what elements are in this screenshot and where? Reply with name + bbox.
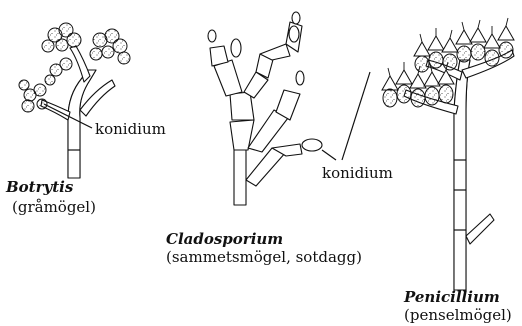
botrytis-genus: Botrytis	[5, 178, 74, 196]
cladosporium-genus: Cladosporium	[166, 230, 283, 248]
cladosporium-pointer	[322, 150, 336, 160]
shared-conidium-label: konidium	[322, 164, 393, 182]
botrytis-drawing	[19, 23, 130, 178]
cladosporium-drawing	[208, 12, 322, 205]
botrytis-conidium-label: konidium	[95, 120, 166, 138]
cladosporium-common-name: (sammetsmögel, sotdagg)	[166, 248, 362, 266]
penicillium-drawing	[382, 18, 514, 290]
penicillium-genus: Penicillium	[403, 288, 500, 306]
penicillium-common-name: (penselmögel)	[404, 306, 512, 324]
botrytis-common-name: (gråmögel)	[12, 198, 96, 216]
penicillium-pointer	[342, 72, 370, 160]
